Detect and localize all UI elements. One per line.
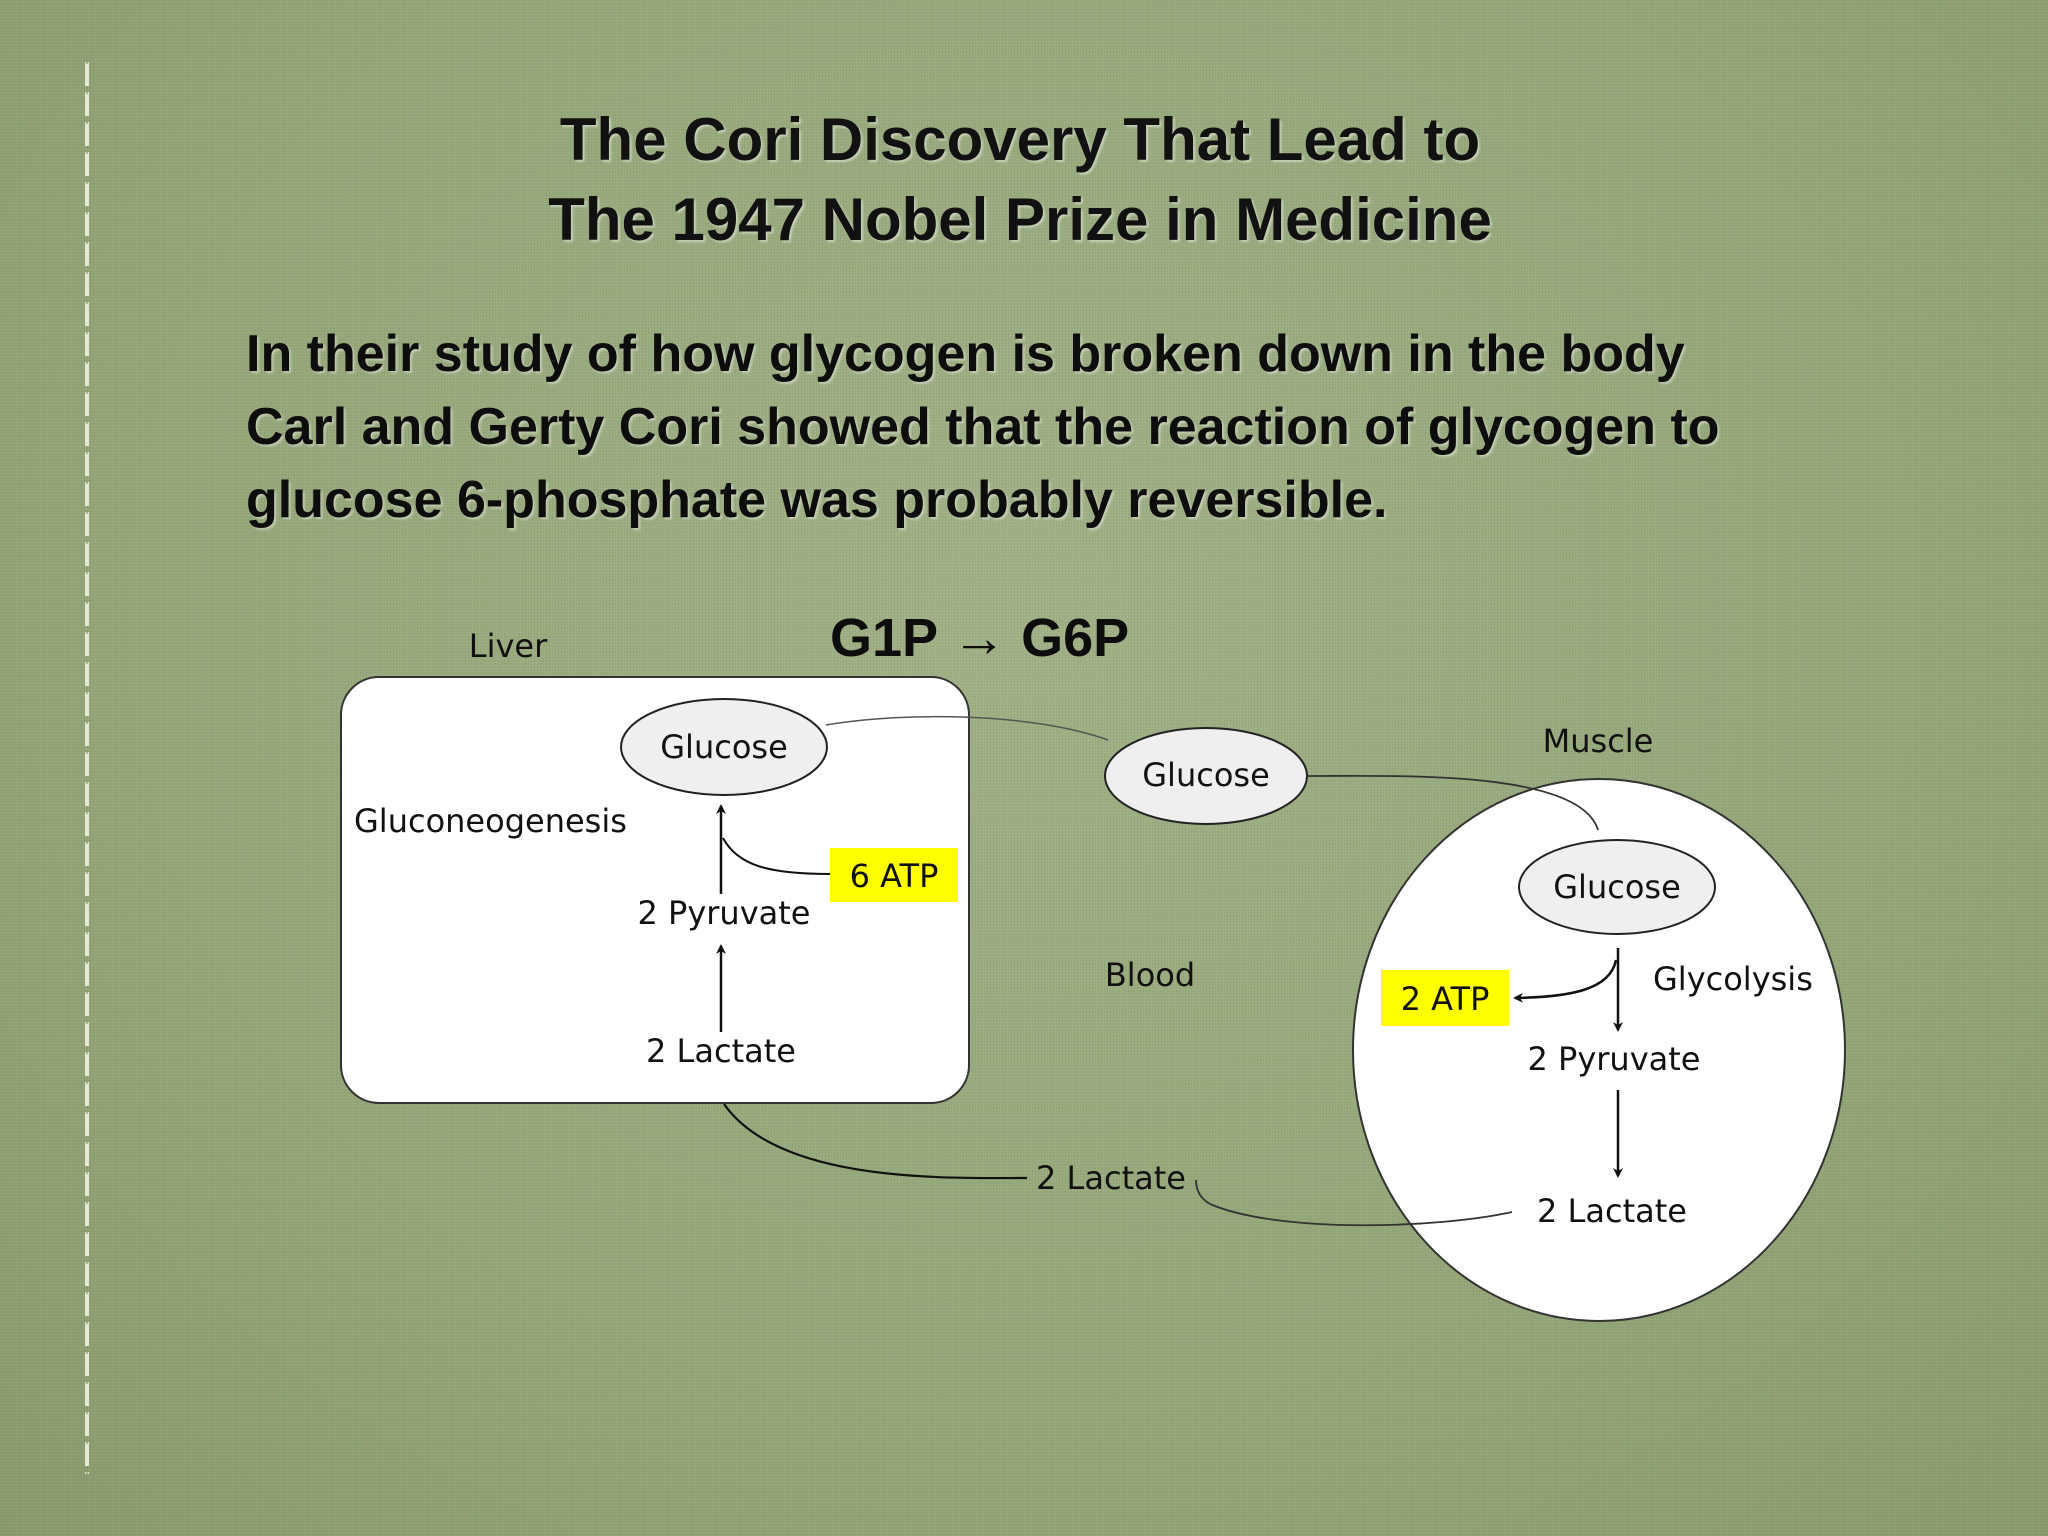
body-line-3: glucose 6-phosphate was probably reversi… — [246, 471, 1388, 529]
liver-lactate-label: 2 Lactate — [646, 1032, 796, 1070]
liver-compartment — [340, 676, 970, 1104]
liver-label: Liver — [469, 627, 548, 665]
muscle-lactate-label: 2 Lactate — [1537, 1192, 1687, 1230]
muscle-to-blood-lactate-link — [1195, 1179, 1513, 1227]
muscle-atp-highlight — [1381, 970, 1509, 1026]
liver-atp-label: 6 ATP — [850, 857, 939, 895]
blood-to-muscle-glucose-link — [1306, 774, 1599, 831]
glycolysis-label: Glycolysis — [1653, 960, 1813, 998]
slide-title: The Cori Discovery That Lead to The 1947… — [420, 100, 1620, 260]
muscle-glucose-label: Glucose — [1553, 868, 1681, 906]
blood-label: Blood — [1105, 956, 1195, 994]
title-line-1: The Cori Discovery That Lead to — [559, 106, 1481, 173]
liver-atp-input-curve — [722, 837, 831, 875]
muscle-glucose-node — [1518, 839, 1716, 935]
muscle-atp-output-curve — [1513, 959, 1618, 1003]
blood-lactate-label: 2 Lactate — [1036, 1159, 1186, 1197]
muscle-compartment — [1352, 778, 1846, 1322]
body-paragraph: In their study of how glycogen is broken… — [246, 318, 1986, 537]
muscle-atp-label: 2 ATP — [1401, 980, 1490, 1018]
muscle-pyruvate-label: 2 Pyruvate — [1528, 1040, 1701, 1078]
stitched-edge — [85, 62, 89, 1474]
liver-pyruvate-label: 2 Pyruvate — [638, 894, 811, 932]
blood-to-liver-lactate-link — [723, 1103, 1028, 1180]
blood-glucose-label: Glucose — [1142, 756, 1270, 794]
reaction-equation: G1P → G6P — [830, 608, 1130, 668]
liver-to-blood-glucose-link — [825, 715, 1109, 741]
title-line-2: The 1947 Nobel Prize in Medicine — [548, 186, 1492, 253]
body-line-2: Carl and Gerty Cori showed that the reac… — [246, 398, 1720, 456]
muscle-label: Muscle — [1543, 722, 1654, 760]
body-line-1: In their study of how glycogen is broken… — [246, 325, 1685, 383]
liver-glucose-node — [620, 698, 828, 796]
gluconeogenesis-label: Gluconeogenesis — [354, 802, 627, 840]
liver-glucose-label: Glucose — [660, 728, 788, 766]
liver-atp-highlight — [830, 848, 958, 902]
